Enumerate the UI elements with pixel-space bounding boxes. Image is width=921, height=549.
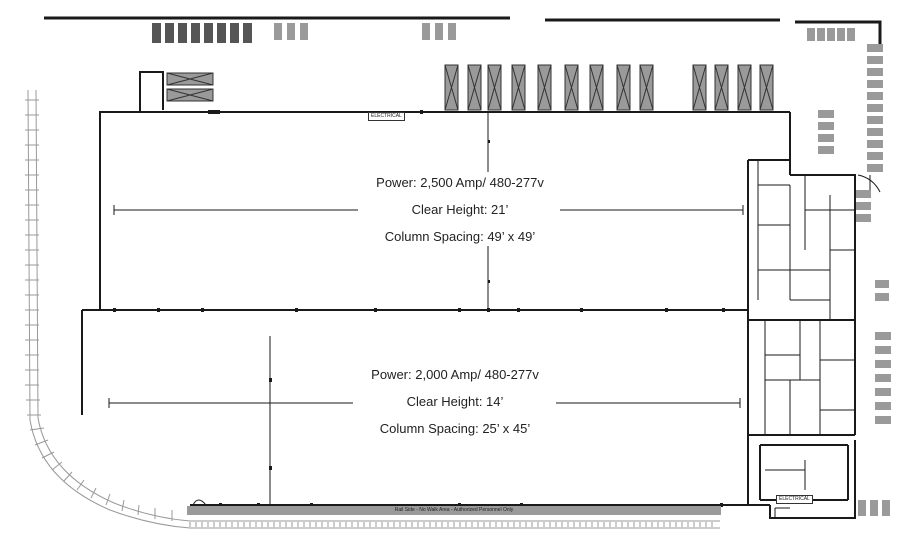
east-trailers bbox=[818, 44, 891, 516]
column-markers bbox=[113, 110, 725, 507]
north-column-spacing: Column Spacing: 49’ x 49’ bbox=[384, 229, 536, 244]
doors bbox=[192, 174, 881, 506]
interior-lines bbox=[108, 112, 855, 518]
south-clear-height: Clear Height: 14’ bbox=[406, 394, 504, 409]
parked-cars bbox=[152, 23, 252, 43]
trailer-stubs bbox=[274, 23, 855, 41]
building-walls bbox=[81, 111, 856, 519]
annex-outline bbox=[139, 71, 164, 112]
north-power: Power: 2,500 Amp/ 480-277v bbox=[376, 175, 544, 190]
electrical-tag-north: ELECTRICAL bbox=[368, 112, 405, 121]
south-building-specs: Power: 2,000 Amp/ 480-277v Clear Height:… bbox=[335, 361, 575, 442]
railroad-track bbox=[25, 89, 720, 529]
north-clear-height: Clear Height: 21’ bbox=[411, 202, 509, 217]
rail-notice: Rail Side - No Walk Area - Authorized Pe… bbox=[187, 506, 721, 515]
site-boundary bbox=[44, 16, 882, 50]
dock-trailers bbox=[166, 64, 774, 111]
south-power: Power: 2,000 Amp/ 480-277v bbox=[371, 367, 539, 382]
south-column-spacing: Column Spacing: 25’ x 45’ bbox=[379, 421, 531, 436]
electrical-tag-south: ELECTRICAL bbox=[776, 495, 813, 504]
north-building-specs: Power: 2,500 Amp/ 480-277v Clear Height:… bbox=[340, 169, 580, 250]
